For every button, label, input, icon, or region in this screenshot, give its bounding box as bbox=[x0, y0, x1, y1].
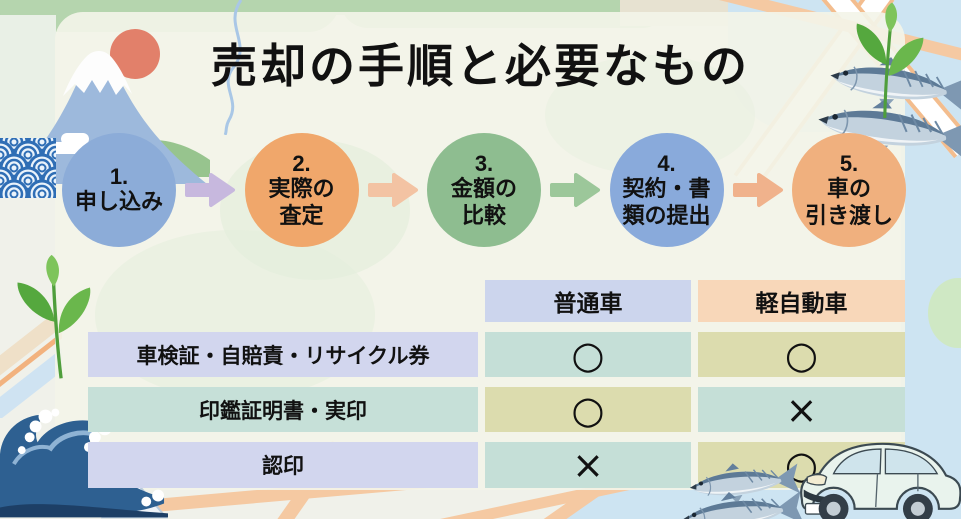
flow-arrow-right-icon bbox=[550, 173, 601, 207]
sun-icon bbox=[110, 29, 160, 79]
row-label-inkan: 印鑑証明書・実印 bbox=[88, 387, 478, 432]
flow-arrow-right-icon bbox=[732, 173, 783, 207]
great-wave-icon bbox=[0, 408, 168, 519]
flow-arrow-right-icon bbox=[367, 173, 418, 207]
step-number: 5. bbox=[839, 150, 859, 176]
mark-cell: ○ bbox=[698, 332, 905, 377]
circle-mark: ○ bbox=[571, 332, 605, 377]
step-label: 金額の 比較 bbox=[450, 176, 517, 228]
tea-sprout-icon bbox=[17, 254, 91, 379]
cross-mark: × bbox=[785, 387, 818, 432]
page-title: 売却の手順と必要なもの bbox=[211, 40, 750, 92]
mark-cell: × bbox=[485, 442, 691, 488]
flow-step-4: 4. 契約・書 類の提出 bbox=[609, 133, 724, 247]
step-label: 車の 引き渡し bbox=[804, 176, 893, 228]
flow-step-2: 2. 実際の 査定 bbox=[244, 133, 359, 247]
step-number: 1. bbox=[109, 164, 129, 190]
seigaiha-pattern-icon bbox=[0, 138, 56, 198]
flow-step-5: 5. 車の 引き渡し bbox=[792, 133, 906, 247]
step-number: 4. bbox=[657, 150, 676, 176]
mark-cell: ○ bbox=[485, 332, 691, 377]
column-header-kei: 軽自動車 bbox=[698, 280, 905, 322]
flow-arrow-right-icon bbox=[185, 173, 236, 207]
step-label: 申し込み bbox=[74, 189, 163, 215]
step-label: 実際の 査定 bbox=[268, 176, 335, 228]
mark-cell: ○ bbox=[485, 387, 691, 432]
row-label-text: 印鑑証明書・実印 bbox=[199, 399, 367, 423]
circle-mark: ○ bbox=[571, 387, 605, 432]
tea-sprout-icon bbox=[856, 2, 924, 119]
car-icon bbox=[800, 442, 961, 519]
step-number: 2. bbox=[292, 150, 311, 176]
column-header-label: 軽自動車 bbox=[755, 290, 848, 316]
mark-cell: × bbox=[698, 387, 905, 432]
cross-mark: × bbox=[572, 443, 604, 487]
flow-step-3: 3. 金額の 比較 bbox=[427, 133, 541, 247]
row-label-text: 車検証・自賠責・リサイクル券 bbox=[136, 344, 430, 368]
step-number: 3. bbox=[474, 150, 494, 176]
procedure-flow: 1. 申し込み 2. 実際の 査定 3. 金額の 比較 4. 契約・書 類の提出… bbox=[62, 131, 906, 249]
river-icon bbox=[223, 0, 243, 135]
row-label-mitomein: 認印 bbox=[88, 442, 478, 488]
column-header-label: 普通車 bbox=[553, 290, 623, 316]
table-corner-spacer bbox=[88, 280, 478, 322]
map-land-area bbox=[0, 15, 56, 143]
column-header-futsusha: 普通車 bbox=[485, 280, 691, 322]
circle-mark: ○ bbox=[784, 332, 819, 377]
step-label: 契約・書 類の提出 bbox=[622, 176, 711, 228]
flow-step-1: 1. 申し込み bbox=[62, 133, 176, 247]
row-label-shaken: 車検証・自賠責・リサイクル券 bbox=[88, 332, 478, 377]
row-label-text: 認印 bbox=[262, 455, 304, 478]
